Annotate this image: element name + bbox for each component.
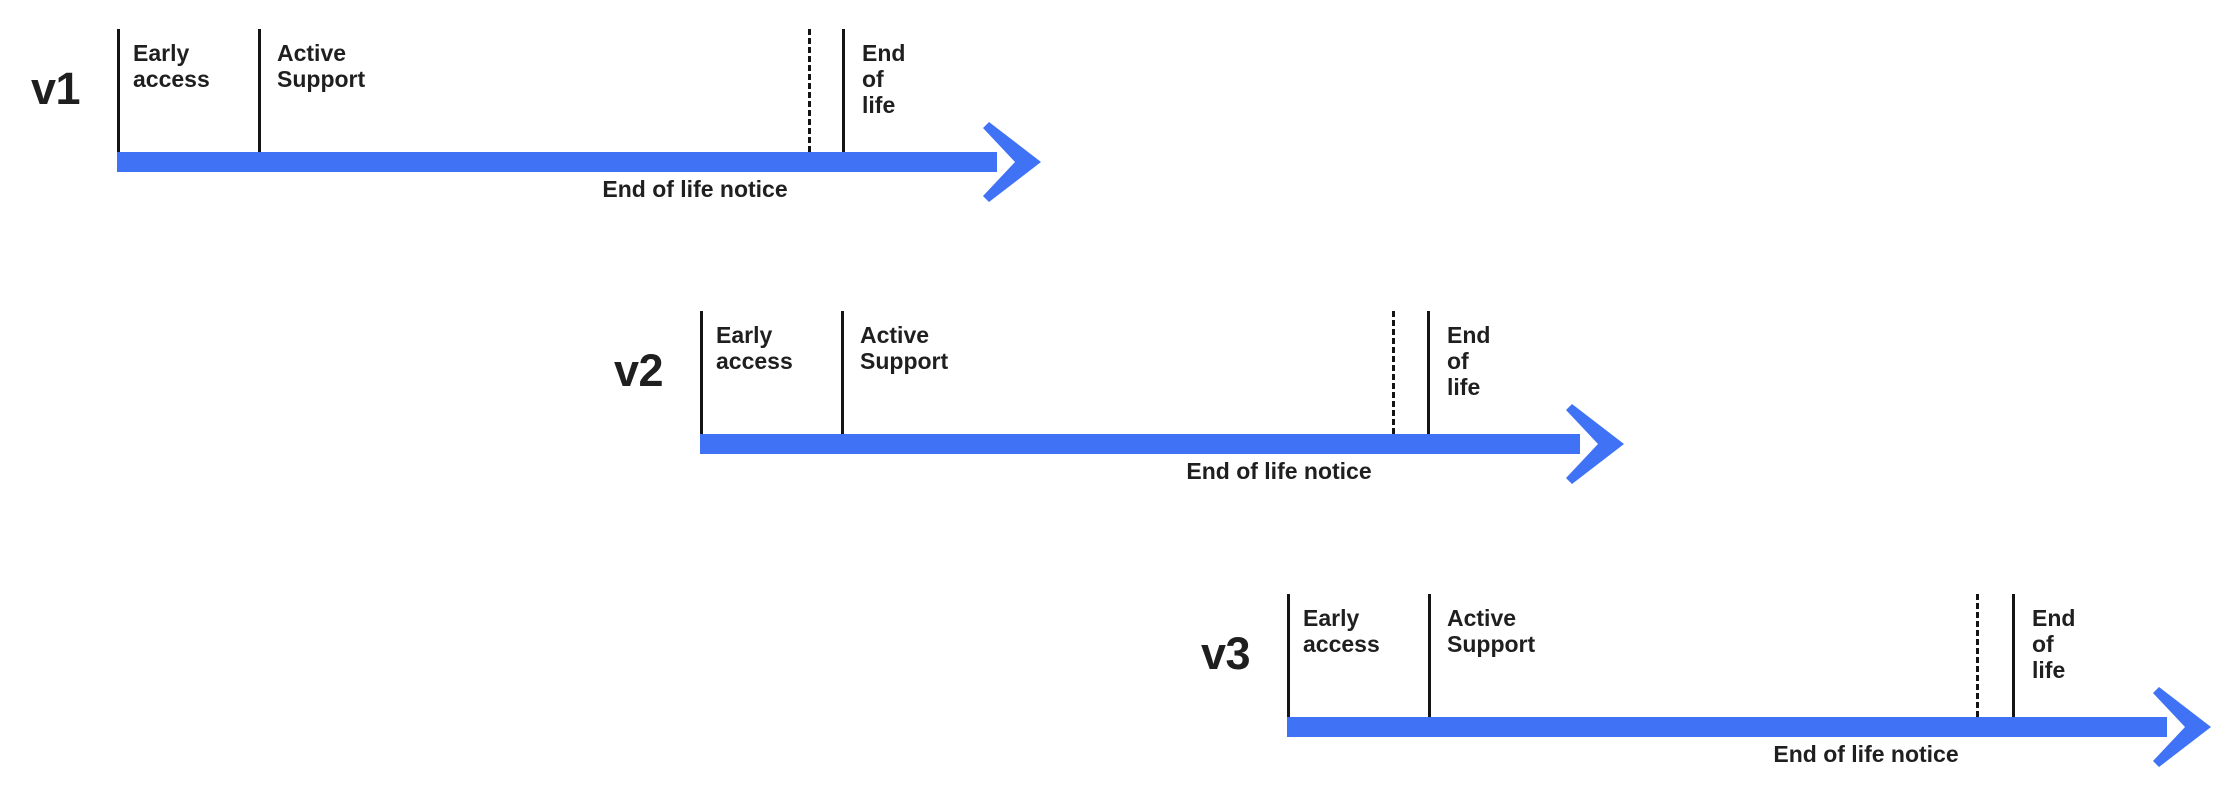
phase-label-active-support-v1: Active Support [277,40,366,92]
end-of-life-notice-marker-v3 [1976,594,1979,717]
phase-divider-active-eol-v1 [842,29,845,152]
phase-divider-active-eol-v3 [2012,594,2015,717]
phase-label-early-access-v2: Early access [716,322,793,374]
phase-label-active-support-v2: Active Support [860,322,949,374]
phase-label-active-support-v3: Active Support [1447,605,1536,657]
version-label-v2: v2 [614,345,664,396]
phase-label-end-of-life-v3: End of life [2032,605,2076,683]
phase-divider-early-active-v1 [258,29,261,152]
phase-divider-active-eol-v2 [1427,311,1430,434]
notice-label-v1: End of life notice [602,176,788,202]
phase-divider-start-v3 [1287,594,1290,717]
timeline-arrowhead-v2 [1558,404,1628,484]
notice-label-v2: End of life notice [1186,458,1372,484]
end-of-life-notice-marker-v1 [808,29,811,152]
timeline-bar-v1 [117,152,997,172]
notice-label-v3: End of life notice [1773,741,1959,767]
phase-divider-early-active-v2 [841,311,844,434]
timeline-arrowhead-v1 [975,122,1045,202]
phase-label-end-of-life-v1: End of life [862,40,906,118]
timeline-bar-v3 [1287,717,2167,737]
version-label-v1: v1 [31,63,81,114]
phase-divider-early-active-v3 [1428,594,1431,717]
phase-divider-start-v1 [117,29,120,152]
end-of-life-notice-marker-v2 [1392,311,1395,434]
phase-divider-start-v2 [700,311,703,434]
timeline-bar-v2 [700,434,1580,454]
phase-label-early-access-v3: Early access [1303,605,1380,657]
timeline-arrowhead-v3 [2145,687,2215,767]
phase-label-end-of-life-v2: End of life [1447,322,1491,400]
version-label-v3: v3 [1201,628,1251,679]
phase-label-early-access-v1: Early access [133,40,210,92]
